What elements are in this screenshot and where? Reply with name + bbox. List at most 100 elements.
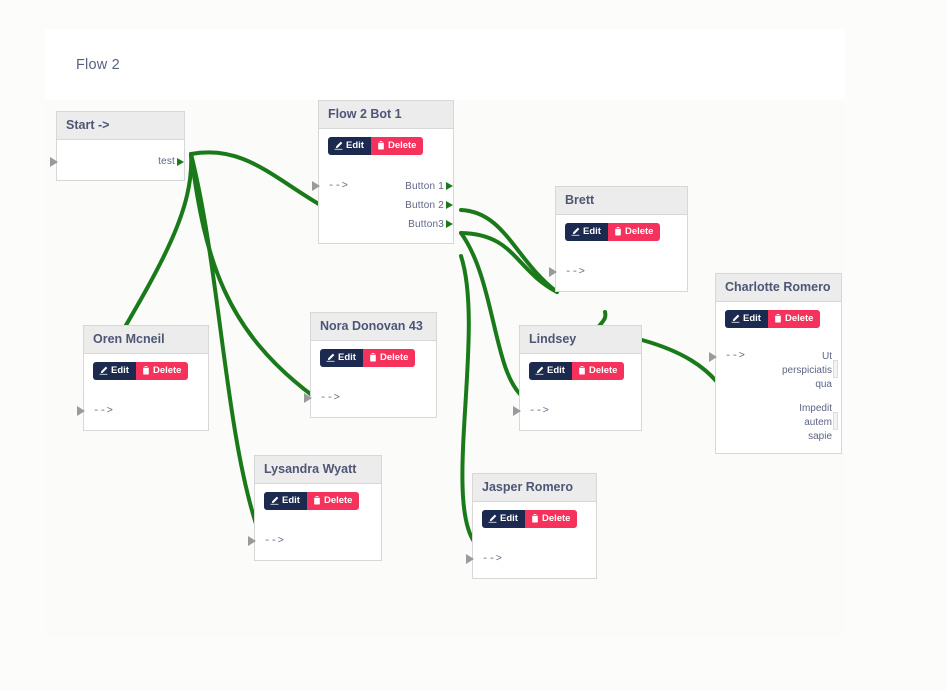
delete-button-label: Delete (387, 140, 417, 151)
node-action-row: Edit Delete (328, 137, 444, 155)
input-port-arrow-icon (549, 267, 557, 277)
delete-button[interactable]: Delete (571, 362, 625, 380)
flow-edge[interactable] (459, 231, 559, 294)
node-ports: --> (549, 263, 678, 282)
port-row: Button 2 (328, 196, 453, 215)
output-port-handle[interactable] (446, 220, 453, 228)
delete-button[interactable]: Delete (607, 223, 661, 241)
input-port-label[interactable]: --> (328, 180, 349, 192)
flow-edge[interactable] (189, 152, 259, 529)
node-title: Flow 2 Bot 1 (319, 101, 453, 129)
delete-button[interactable]: Delete (524, 510, 578, 528)
input-port-label[interactable]: --> (320, 392, 341, 404)
node-ports: test (50, 152, 184, 171)
input-port-label[interactable]: --> (93, 405, 114, 417)
port-row: test (50, 152, 184, 171)
pencil-icon (99, 366, 108, 375)
input-port-label[interactable]: --> (529, 405, 550, 417)
node-action-row: Edit Delete (93, 362, 199, 380)
edit-button[interactable]: Edit (529, 362, 572, 380)
output-port-label: autem (804, 416, 832, 428)
delete-button[interactable]: Delete (135, 362, 189, 380)
edit-button[interactable]: Edit (320, 349, 363, 367)
input-port-arrow-icon (513, 406, 521, 416)
edit-button[interactable]: Edit (482, 510, 525, 528)
output-port-label[interactable]: Button3 (408, 218, 444, 230)
port-row: --> (304, 389, 427, 408)
output-port-handle[interactable] (177, 157, 184, 166)
output-port-handle[interactable] (446, 201, 453, 209)
delete-button[interactable]: Delete (370, 137, 424, 155)
flow-node-flow2bot1[interactable]: Flow 2 Bot 1 Edit Delete --> Button 1 Button … (312, 100, 454, 244)
edit-button[interactable]: Edit (565, 223, 608, 241)
trash-icon (313, 496, 321, 505)
node-action-row: Edit Delete (482, 510, 587, 528)
delete-button[interactable]: Delete (767, 310, 821, 328)
node-ports: --> (304, 389, 427, 408)
edit-button[interactable]: Edit (264, 492, 307, 510)
output-port-handle[interactable] (446, 182, 453, 190)
port-row: --> Button 1 (312, 177, 453, 196)
trash-icon (377, 141, 385, 150)
trash-icon (614, 227, 622, 236)
output-port-handle[interactable] (833, 359, 838, 378)
flow-edge[interactable] (189, 150, 331, 212)
delete-button-label: Delete (379, 352, 409, 363)
delete-button-label: Delete (541, 513, 571, 524)
input-port-label[interactable]: --> (264, 535, 285, 547)
output-port-label[interactable]: test (158, 156, 175, 167)
flow-edge[interactable] (459, 208, 559, 294)
delete-button[interactable]: Delete (306, 492, 360, 510)
pencil-icon (535, 366, 544, 375)
pencil-icon (334, 141, 343, 150)
input-port-arrow-icon (312, 181, 320, 191)
input-port-label[interactable]: --> (725, 349, 746, 362)
input-port-arrow-icon (709, 351, 717, 362)
delete-button-label: Delete (624, 226, 654, 237)
delete-button[interactable]: Delete (362, 349, 416, 367)
output-port-label[interactable]: Button 2 (405, 199, 444, 211)
input-port-arrow-icon (77, 406, 85, 416)
flow-edge[interactable] (459, 254, 477, 545)
edit-button[interactable]: Edit (93, 362, 136, 380)
flow-edge[interactable] (189, 152, 315, 398)
flow-edge[interactable] (459, 231, 524, 398)
node-ports: --> Button 1 Button 2 Button3 (312, 177, 453, 234)
output-port-handle[interactable] (833, 411, 838, 430)
edit-button[interactable]: Edit (328, 137, 371, 155)
delete-button-label: Delete (784, 313, 814, 324)
pencil-icon (731, 314, 740, 323)
flow-node-start[interactable]: Start ->test (50, 111, 185, 181)
node-body: Edit Delete --> (304, 341, 436, 417)
input-port-label[interactable]: --> (482, 553, 503, 565)
output-port-label[interactable]: Button 1 (405, 180, 444, 192)
input-port-label[interactable]: --> (565, 266, 586, 278)
port-row: --> (513, 402, 632, 421)
node-ports: --> (77, 402, 199, 421)
pencil-icon (488, 514, 497, 523)
flow-edge[interactable] (640, 338, 719, 384)
input-port-arrow-icon (248, 536, 256, 546)
node-title: Jasper Romero (473, 474, 596, 502)
edit-button-label: Edit (500, 513, 518, 524)
delete-button-label: Delete (152, 365, 182, 376)
trash-icon (369, 353, 377, 362)
edit-button[interactable]: Edit (725, 310, 768, 328)
node-body: Edit Delete --> (466, 502, 596, 578)
